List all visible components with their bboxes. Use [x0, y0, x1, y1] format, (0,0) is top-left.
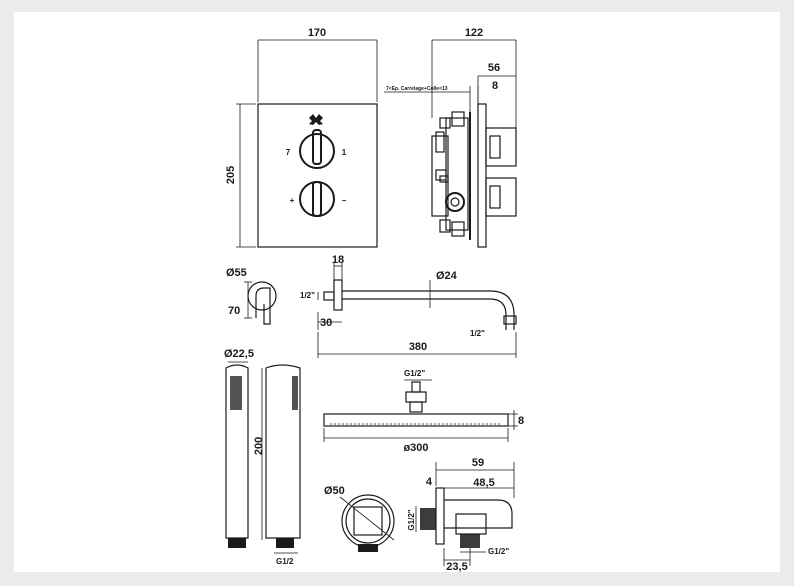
mixer-front-view: 170 205 7 1 + −: [225, 27, 378, 248]
top-handle-side: [485, 127, 517, 167]
elbow-48-label: 48,5: [473, 477, 494, 489]
elbow-side-thread-label: G1/2": [407, 509, 416, 530]
elbow-bottom-thread-label: G1/2": [488, 547, 509, 556]
arm-30-label: 30: [320, 317, 332, 329]
head-shower: G1/2" 8 ø300: [323, 369, 524, 454]
mixer-plate: [257, 103, 378, 248]
hand-shower: Ø22,5 200 G1/2: [224, 348, 301, 566]
arm-70-label: 70: [228, 305, 240, 317]
head-8-label: 8: [518, 415, 524, 427]
bottom-handle-side: [485, 177, 517, 217]
arm-18-label: 18: [332, 254, 344, 266]
elbow-4-label: 4: [426, 476, 433, 488]
head-thread-label: G1/2": [404, 369, 425, 378]
head-plate: [323, 413, 509, 427]
bottom-left-mark: +: [290, 196, 295, 205]
top-left-mark: 7: [286, 148, 291, 157]
top-right-mark: 1: [342, 148, 347, 157]
arm-length-label: 380: [409, 341, 427, 353]
arm-dia-label: Ø55: [226, 267, 247, 279]
hand-shower-side: [265, 364, 301, 539]
plate-height-label: 205: [225, 166, 237, 184]
wall-arm-side-view: 18 1/2" 30 Ø24 380 1/2": [300, 254, 517, 358]
plate-width-label: 170: [308, 27, 326, 39]
hand-dia-label: Ø22,5: [224, 348, 254, 360]
logo-mark-icon: [309, 114, 323, 125]
hand-length-label: 200: [253, 437, 265, 455]
wall-elbow: Ø50 59 4 48,5 G1/2" G1/2" 23,5: [324, 457, 515, 573]
body-depth-label: 122: [465, 27, 483, 39]
mixer-side-view: 122 56 8 7<Ep. Carrelage+Colle<13: [384, 27, 517, 248]
drawing-sheet: [14, 12, 780, 572]
bottom-right-mark: −: [342, 196, 347, 205]
hand-shower-front: [225, 364, 249, 539]
head-dia-label: ø300: [403, 442, 428, 454]
tile-thickness-note: 7<Ep. Carrelage+Colle<13: [386, 86, 448, 92]
arm-end-thread-label: 1/2": [470, 329, 485, 338]
elbow-23-label: 23,5: [446, 561, 467, 573]
elbow-59-label: 59: [472, 457, 484, 469]
top-knob: [299, 133, 335, 169]
arm-thread-label: 1/2": [300, 291, 315, 300]
depth-8-label: 8: [492, 80, 498, 92]
cartridge-port: [445, 192, 465, 212]
hand-thread-label: G1/2: [276, 557, 294, 566]
spray-holes-front: [230, 376, 242, 410]
side-plate: [477, 103, 487, 248]
wall-arm-end-view: Ø55 70: [226, 267, 277, 325]
depth-56-label: 56: [488, 62, 500, 74]
arm-tube-dia-label: Ø24: [436, 270, 458, 282]
arm-tube: [342, 290, 515, 330]
elbow-dia-label: Ø50: [324, 485, 345, 497]
